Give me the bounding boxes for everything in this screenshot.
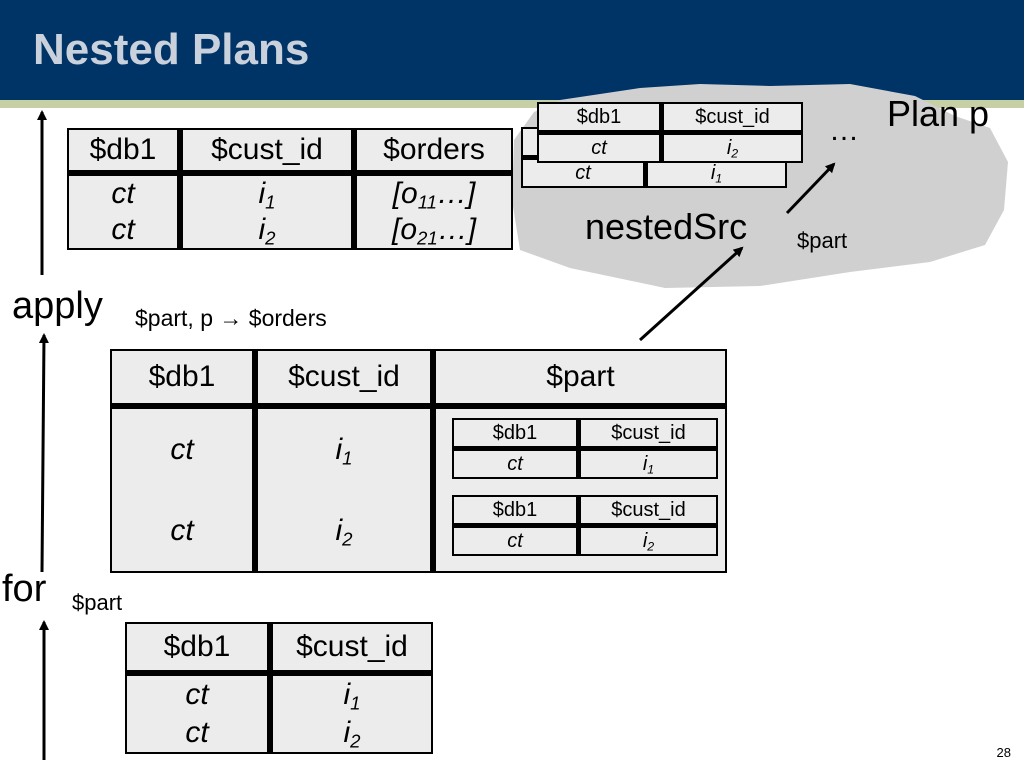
table-row: ct i1 xyxy=(453,448,717,478)
cell-orders: [o21…] xyxy=(391,213,477,249)
plan-ellipsis: … xyxy=(829,114,859,147)
col-header-db: $db1 xyxy=(126,623,273,676)
cell-cust-id: i1 i2 xyxy=(255,406,436,572)
table-row: ct i2 xyxy=(126,714,432,753)
table-row: ct i2 xyxy=(538,132,802,162)
apply-output-table: $db1 $cust_id $orders ct i1 [o11…] ct i2… xyxy=(67,128,513,250)
cell-db: ct xyxy=(126,673,273,714)
cell-cust-id: i2 xyxy=(726,137,739,161)
col-header-cust-id: $cust_id xyxy=(578,419,717,451)
arrow-up-to-for-result xyxy=(38,333,49,573)
base-input-table: $db1 $cust_id ct i1 ct i2 xyxy=(125,622,433,754)
col-header-db: $db1 xyxy=(111,350,258,409)
col-header-cust-id: $cust_id xyxy=(661,103,802,135)
table-row: ct i2 xyxy=(453,525,717,555)
col-header-cust-id: $cust_id xyxy=(270,623,432,676)
col-header-part: $part xyxy=(433,350,726,409)
arrow-to-plan xyxy=(785,162,836,215)
nestedsrc-operator: nestedSrc xyxy=(585,206,748,247)
arrow-to-nestedsrc xyxy=(638,246,744,342)
for-var: $part xyxy=(72,590,123,615)
nestedsrc-var: $part xyxy=(797,228,848,253)
cell-cust-id: i1 xyxy=(642,453,655,477)
title-divider xyxy=(0,100,1024,108)
col-header-cust-id: $cust_id xyxy=(180,129,357,176)
cell-db: ct xyxy=(453,525,581,555)
plan-input-table-front: $db1 $cust_id ct i2 xyxy=(537,102,803,163)
table-row: ct i2 [o21…] xyxy=(68,212,512,249)
col-header-db: $db1 xyxy=(68,129,183,176)
apply-operator: apply xyxy=(12,285,103,327)
cell-cust-id: i1 xyxy=(180,173,357,212)
table-row: ct i1 [o11…] xyxy=(68,173,512,212)
col-header-cust-id: $cust_id xyxy=(578,496,717,528)
col-header-db: $db1 xyxy=(538,103,664,135)
cell-db: ct xyxy=(538,132,664,162)
slide-number: 28 xyxy=(996,745,1011,760)
cell-db: ct xyxy=(453,448,581,478)
cell-cust-id: i2 xyxy=(642,530,655,554)
for-operator: for xyxy=(2,568,47,610)
nested-part-table-2: $db1 $cust_id ct i2 xyxy=(452,495,718,556)
cell-cust-id: i2 xyxy=(343,716,361,752)
cell-cust-id: i2 xyxy=(180,212,357,249)
col-header-db: $db1 xyxy=(453,419,581,451)
cell-cust-id: i1 xyxy=(343,678,361,714)
nested-part-table-1: $db1 $cust_id ct i1 xyxy=(452,418,718,479)
cell-db: ct xyxy=(68,173,183,212)
cell-db: ct ct xyxy=(111,406,258,572)
cell-db: ct xyxy=(68,212,183,249)
cell-cust-id: i1 xyxy=(710,162,723,186)
table-row: ct i1 xyxy=(126,673,432,714)
slide-title: Nested Plans xyxy=(33,25,310,74)
col-header-db: $db1 xyxy=(453,496,581,528)
plan-label: Plan p xyxy=(887,93,990,134)
title-bar xyxy=(0,0,1024,100)
cell-db: ct xyxy=(126,714,273,753)
apply-args: $part, p → $orders xyxy=(135,305,327,331)
table-row: ct ct i1 i2 xyxy=(111,406,726,572)
cell-orders: [o11…] xyxy=(392,177,476,213)
col-header-cust-id: $cust_id xyxy=(255,350,436,409)
col-header-orders: $orders xyxy=(354,129,512,176)
